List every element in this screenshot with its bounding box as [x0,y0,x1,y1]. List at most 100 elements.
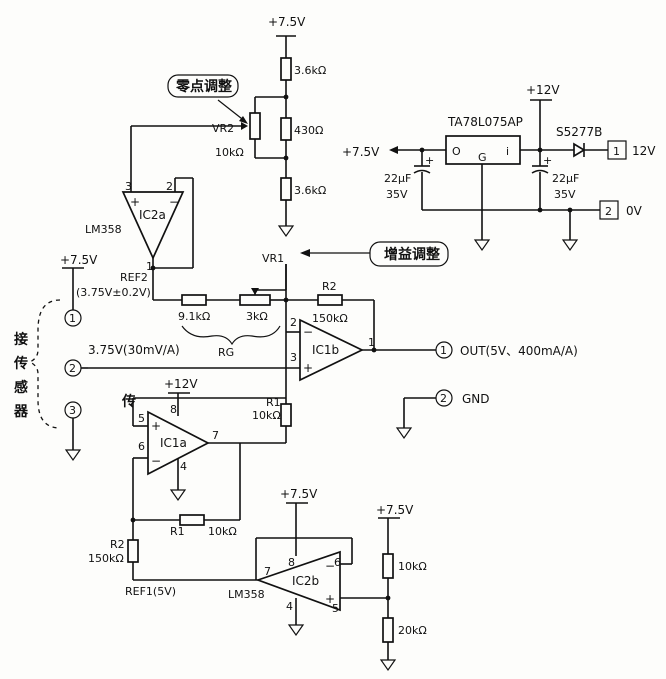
svg-text:+: + [425,154,434,167]
reg-in-supply-label: +12V [526,83,560,97]
opamp-ic2a: IC2a + − 3 2 1 LM358 REF2 (3.75V±0.2V) [76,177,194,300]
reg-out-label: +7.5V [342,145,380,159]
r1-right-value-label: 10kΩ [252,409,281,422]
svg-text:+: + [151,419,161,433]
ic2b-pin4-label: 4 [286,600,293,613]
sensor-char-1: 接 [14,331,28,348]
rg-a-label: 9.1kΩ [178,310,210,323]
resistor-r-mid [280,117,292,141]
ic2b-pin6-label: 6 [334,556,341,569]
out-num-label: 1 [440,344,447,357]
ic2a-pin2-label: 2 [166,180,173,193]
regulator-label: TA78L075AP [447,115,523,129]
zero-adjust-label: 零点调整 [175,78,233,95]
svg-text:+: + [130,195,140,209]
ic1a-pin4-label: 4 [180,460,187,473]
ref1-label: REF1(5V) [125,585,176,598]
reg-g-label: G [478,151,487,164]
ref2-label: REF2 [120,271,148,284]
ic1b-pin3-label: 3 [290,351,297,364]
ic1b-label: IC1b [312,343,339,357]
zero-num-label: 2 [605,205,612,218]
resistor-r2-left: R2 150kΩ REF1(5V) [88,538,258,598]
resistor-r1-bottom: R1 10kΩ [130,514,240,538]
sensor-char-2: 传 [13,355,28,372]
ground-symbol [277,225,295,238]
signal-label: 3.75V(30mV/A) [88,343,180,357]
sensor-char-4: 器 [13,404,29,420]
ref1-divider: +7.5V 10kΩ 20kΩ [376,503,427,672]
div-r-top-label: 10kΩ [398,560,427,573]
pwr-label: 12V [632,144,656,158]
lm358-bottom-label: LM358 [228,588,265,601]
lm358-top-label: LM358 [85,223,122,236]
vr2-value-label: 10kΩ [215,146,244,159]
sensor-connector: +7.5V 1 2 3.75V(30mV/A) 3 接 传 感 器 [13,253,180,462]
cap-right-v-label: 35V [554,188,576,201]
potentiometer-vr1 [239,294,271,306]
conn3-label: 3 [69,404,76,417]
vr1-label: VR1 [262,252,284,265]
ic2a-pin3-label: 3 [125,180,132,193]
reg-i-label: i [506,145,509,158]
cap-left-label: 22μF [384,172,411,185]
zero-adjust-callout: 零点调整 [167,74,239,98]
resistor-9k1 [181,294,207,306]
ic2a-label: IC2a [139,208,166,222]
div-supply-label: +7.5V [376,503,414,517]
ref2-value-label: (3.75V±0.2V) [76,286,151,299]
vr2-label: VR2 [212,122,234,135]
opamp-ic1b: IC1b − + 2 3 1 [88,300,436,398]
ic1a-pin5-label: 5 [138,412,145,425]
r1-bottom-value-label: 10kΩ [208,525,237,538]
ic2a-pin1-label: 1 [146,260,153,273]
gnd-label: GND [462,392,490,406]
r-mid-label: 430Ω [294,124,323,137]
cap-right-label: 22μF [552,172,579,185]
conn2-label: 2 [69,362,76,375]
resistor-r-top [280,57,292,81]
gnd-num-label: 2 [440,392,447,405]
top-supply-label: +7.5V [268,15,306,29]
ic2b-supply-label: +7.5V [280,487,318,501]
diode-label: S5277B [556,125,602,139]
pwr-num-label: 1 [613,145,620,158]
ic1a-label: IC1a [160,436,187,450]
power-regulator: TA78L075AP O G i +7.5V + 22μF 35V +12V +… [342,83,656,252]
resistor-r1-right: R1 10kΩ [252,396,292,443]
opamp-ic1a: 传 +12V IC1a + − 5 6 7 8 4 [121,377,286,540]
r2-top-value-label: 150kΩ [312,312,348,325]
gain-adjust-callout: 增益调整 [369,241,449,267]
output-connector: 1 OUT(5V、400mA/A) [435,341,578,359]
div-r-bot-label: 20kΩ [398,624,427,637]
ic2b-pin7-label: 7 [264,565,271,578]
ic1a-pin8-label: 8 [170,403,177,416]
ic1a-pin6-label: 6 [138,440,145,453]
gain-network: VR1 R2 150kΩ 9.1kΩ 3kΩ RG [153,249,375,359]
resistor-r-bot [280,177,292,201]
ic2b-pin5-label: 5 [332,602,339,615]
r2-left-label: R2 [110,538,125,551]
ic2b-label: IC2b [292,574,319,588]
r1-right-label: R1 [266,396,281,409]
ic1a-supply-label: +12V [164,377,198,391]
ic1b-pin1-label: 1 [368,336,375,349]
r-bot-label: 3.6kΩ [294,184,326,197]
svg-text:+: + [325,592,335,606]
rg-b-label: 3kΩ [246,310,268,323]
r1-bottom-label: R1 [170,525,185,538]
resistor-r2-feedback [317,294,343,306]
conn1-label: 1 [69,312,76,325]
r2-top-label: R2 [322,280,337,293]
reference-divider: +7.5V 3.6kΩ 430Ω 3.6kΩ VR2 10kΩ [130,15,326,238]
ic1a-pin7-label: 7 [212,429,219,442]
svg-text:+: + [543,154,552,167]
cap-left-v-label: 35V [386,188,408,201]
left-supply-label: +7.5V [60,253,98,267]
svg-text:−: − [303,325,313,339]
r-top-label: 3.6kΩ [294,64,326,77]
ic1b-pin2-label: 2 [290,316,297,329]
sensor-char-3: 感 [14,379,28,396]
svg-text:−: − [151,454,161,468]
